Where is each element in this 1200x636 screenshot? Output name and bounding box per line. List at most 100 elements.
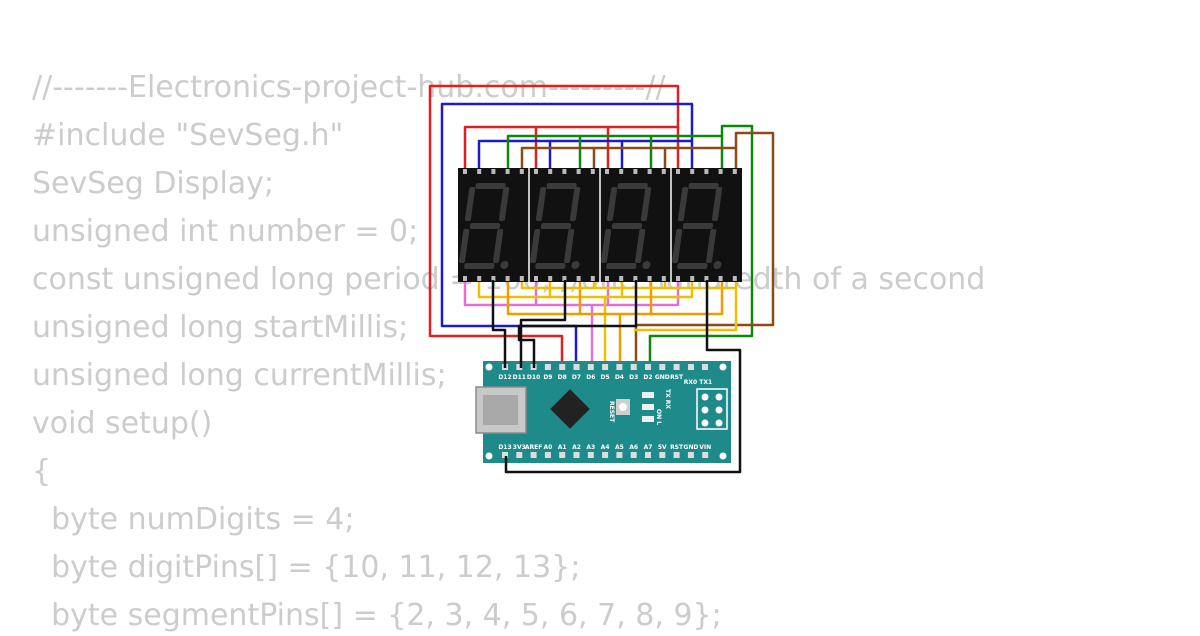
decimal-point bbox=[571, 261, 580, 269]
pin-label: D3 bbox=[629, 374, 638, 381]
header-pin bbox=[587, 364, 594, 370]
segment bbox=[535, 187, 547, 221]
header-pin bbox=[645, 364, 651, 370]
segment bbox=[498, 187, 510, 221]
pin-label: D4 bbox=[615, 374, 624, 381]
display-pin bbox=[605, 169, 609, 174]
wire-black bbox=[504, 280, 742, 474]
wire-black bbox=[517, 280, 638, 368]
display-pin bbox=[519, 276, 524, 281]
display-pin bbox=[590, 276, 595, 281]
display-pin bbox=[704, 276, 709, 281]
wire-blue bbox=[550, 139, 624, 170]
wire-violet bbox=[608, 280, 680, 307]
code-line: #include "SevSeg.h" bbox=[32, 118, 344, 153]
header-pin bbox=[673, 452, 680, 458]
header-pin bbox=[630, 364, 637, 370]
pin-label: D6 bbox=[586, 374, 595, 381]
pin-label: GND bbox=[683, 444, 698, 451]
wire-blue bbox=[440, 102, 694, 368]
display-pin bbox=[491, 276, 496, 281]
pin-label: A6 bbox=[629, 444, 638, 451]
icsp-pin bbox=[701, 393, 709, 401]
wire-blue bbox=[477, 139, 552, 170]
header-pin bbox=[502, 452, 508, 458]
pin-label: A0 bbox=[543, 444, 552, 451]
header-pin bbox=[573, 364, 580, 370]
header-pin bbox=[688, 364, 694, 370]
mount-hole bbox=[719, 363, 727, 371]
wire-violet bbox=[463, 280, 538, 307]
display-pin bbox=[548, 276, 553, 281]
segment bbox=[569, 187, 581, 221]
header-pin bbox=[559, 364, 566, 370]
wire-brown bbox=[520, 146, 596, 170]
display-pin bbox=[534, 169, 538, 174]
decimal-point bbox=[642, 261, 651, 269]
segment bbox=[682, 223, 714, 229]
digit bbox=[672, 183, 723, 269]
pin-label: VIN bbox=[699, 444, 711, 451]
display-pin bbox=[661, 276, 666, 281]
display-pin bbox=[633, 169, 638, 174]
wire-green bbox=[506, 134, 582, 170]
header-pin bbox=[687, 452, 694, 458]
digit bbox=[530, 183, 581, 269]
seven-segment-display bbox=[458, 168, 742, 282]
segment bbox=[475, 183, 506, 189]
segment bbox=[677, 187, 689, 221]
display-pin bbox=[519, 169, 524, 174]
segment bbox=[535, 263, 566, 269]
segment bbox=[464, 263, 495, 269]
pin-label: D13 bbox=[498, 444, 511, 451]
pin-label: A2 bbox=[572, 444, 581, 451]
display-pin bbox=[590, 169, 595, 174]
segment bbox=[459, 229, 470, 263]
header-pin bbox=[587, 452, 594, 458]
pin-label: A5 bbox=[615, 444, 624, 451]
segment bbox=[677, 263, 708, 269]
code-line: SevSeg Display; bbox=[32, 166, 275, 201]
display-pin bbox=[704, 169, 709, 174]
header-pin bbox=[559, 452, 566, 458]
on-l-label: ON L bbox=[655, 409, 662, 425]
microcontroller-chip bbox=[550, 389, 590, 429]
code-line: unsigned long startMillis; bbox=[32, 310, 409, 345]
display-pin bbox=[718, 169, 723, 174]
header-pin bbox=[602, 452, 609, 458]
mount-hole bbox=[485, 363, 493, 371]
wire-black bbox=[519, 280, 567, 368]
display-pin bbox=[463, 276, 467, 281]
segment bbox=[601, 229, 612, 263]
pin-label: D9 bbox=[543, 374, 552, 381]
display-pin bbox=[534, 276, 538, 281]
segment bbox=[606, 187, 618, 221]
pin-label: A3 bbox=[586, 444, 595, 451]
display-pin bbox=[690, 169, 695, 174]
header-pin bbox=[616, 452, 623, 458]
icsp-header bbox=[696, 388, 728, 430]
code-line: unsigned int number = 0; bbox=[32, 214, 419, 249]
display-pin bbox=[661, 169, 666, 174]
header-pin bbox=[602, 364, 609, 370]
pin-label: D11 bbox=[513, 374, 526, 381]
code-line: byte segmentPins[] = {2, 3, 4, 5, 6, 7, … bbox=[32, 598, 722, 633]
display-pin bbox=[491, 169, 496, 174]
segment bbox=[688, 183, 719, 189]
display-pin bbox=[619, 276, 624, 281]
segment bbox=[617, 183, 648, 189]
code-line: { bbox=[32, 454, 52, 489]
pin-label: A7 bbox=[644, 444, 653, 451]
header-pin bbox=[516, 452, 523, 458]
segment bbox=[640, 187, 652, 221]
display-pin bbox=[562, 169, 567, 174]
pin-label: AREF bbox=[525, 444, 542, 451]
display-pin bbox=[647, 169, 652, 174]
pin-label: D5 bbox=[601, 374, 610, 381]
decimal-point bbox=[500, 261, 509, 269]
display-pin bbox=[676, 169, 680, 174]
header-pin bbox=[530, 452, 537, 458]
display-pin bbox=[463, 169, 467, 174]
